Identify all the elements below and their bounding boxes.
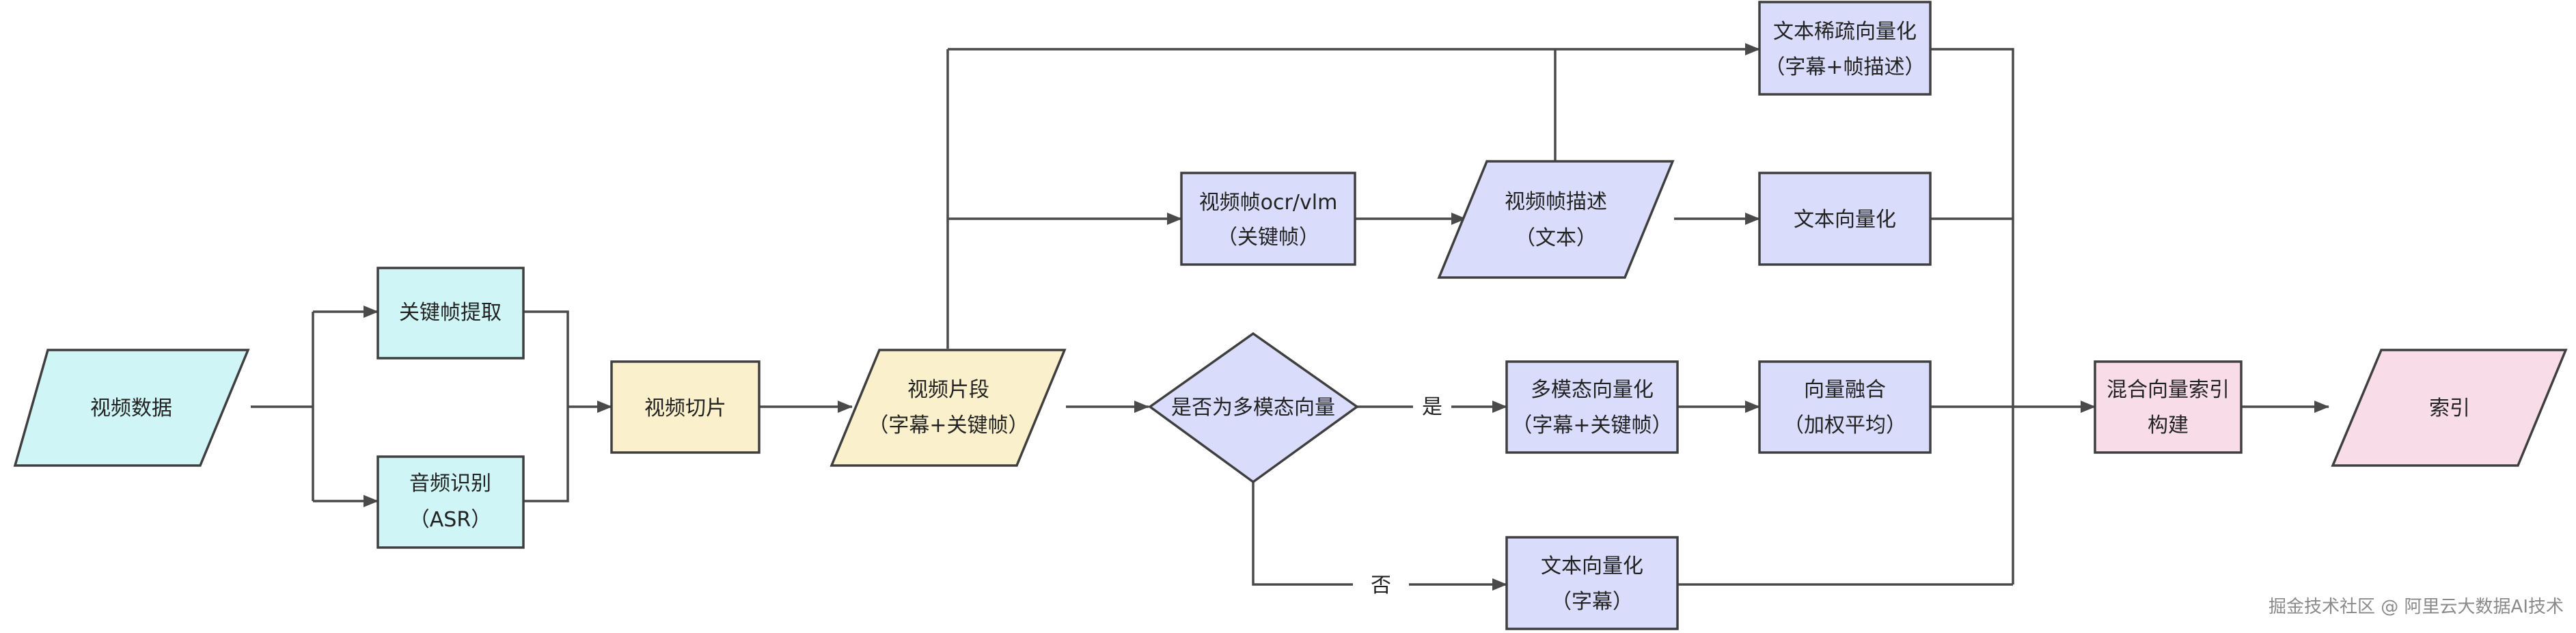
frame-desc-shape <box>1437 160 1675 279</box>
edge-label-yes: 是 <box>1422 395 1442 419</box>
vector-fusion-shape <box>1758 360 1932 454</box>
node-video-data: 视频数据 <box>13 349 250 467</box>
video-segment-label-1: 视频片段 <box>907 378 989 402</box>
node-hybrid-index: 混合向量索引 构建 <box>2094 360 2243 454</box>
text-vec-subtitle-shape <box>1505 536 1679 630</box>
keyframe-extract-label: 关键帧提取 <box>399 301 502 325</box>
node-vector-fusion: 向量融合 （加权平均） <box>1758 360 1932 454</box>
video-slice-shape <box>610 360 761 454</box>
node-audio-asr: 音频识别 （ASR） <box>376 455 525 549</box>
video-data-label: 视频数据 <box>90 396 172 420</box>
edge-decision-no-a <box>1252 482 1353 586</box>
video-slice-label: 视频切片 <box>644 396 726 420</box>
text-vec-shape <box>1758 172 1932 266</box>
edge-sparse-out <box>1930 48 2014 584</box>
edge-label-no: 否 <box>1371 574 1391 597</box>
audio-asr-shape <box>376 455 525 549</box>
frame-ocr-vlm-label-2: （关键帧） <box>1217 226 1319 250</box>
hybrid-index-shape <box>2094 360 2243 454</box>
edges <box>251 43 2329 591</box>
vector-fusion-label-2: （加权平均） <box>1783 414 1906 437</box>
frame-ocr-vlm-shape <box>1180 172 1356 266</box>
hybrid-index-label-1: 混合向量索引 <box>2107 378 2230 402</box>
is-multimodal-label: 是否为多模态向量 <box>1171 396 1335 420</box>
multimodal-vec-label-2: （字幕+关键帧） <box>1511 414 1672 437</box>
text-vec-subtitle-label-2: （字幕） <box>1551 590 1633 614</box>
audio-asr-label-1: 音频识别 <box>409 472 491 496</box>
text-sparse-vec-label-1: 文本稀疏向量化 <box>1773 20 1917 44</box>
index-label: 索引 <box>2429 396 2470 420</box>
node-video-segment: 视频片段 （字幕+关键帧） <box>830 349 1067 467</box>
node-frame-ocr-vlm: 视频帧ocr/vlm （关键帧） <box>1180 172 1356 266</box>
frame-desc-label-2: （文本） <box>1515 226 1597 250</box>
multimodal-vec-shape <box>1505 360 1679 454</box>
vector-fusion-label-1: 向量融合 <box>1804 378 1886 402</box>
node-index: 索引 <box>2331 349 2568 467</box>
video-segment-shape <box>830 349 1067 467</box>
node-multimodal-vec: 多模态向量化 （字幕+关键帧） <box>1505 360 1679 454</box>
watermark: 掘金技术社区 @ 阿里云大数据AI技术 <box>2269 597 2564 617</box>
node-text-vec: 文本向量化 <box>1758 172 1932 266</box>
node-text-vec-subtitle: 文本向量化 （字幕） <box>1505 536 1679 630</box>
text-sparse-vec-label-2: （字幕+帧描述） <box>1764 55 1925 79</box>
text-sparse-vec-shape <box>1758 1 1932 96</box>
audio-asr-label-2: （ASR） <box>409 508 491 532</box>
keyframe-extract-shape <box>376 267 525 360</box>
video-data-shape <box>13 349 250 467</box>
video-segment-label-2: （字幕+关键帧） <box>868 414 1028 437</box>
node-frame-desc: 视频帧描述 （文本） <box>1437 160 1675 279</box>
frame-desc-label-1: 视频帧描述 <box>1505 190 1607 214</box>
node-is-multimodal: 是否为多模态向量 <box>1148 332 1360 484</box>
text-vec-label: 文本向量化 <box>1794 208 1896 232</box>
node-keyframe-extract: 关键帧提取 <box>376 267 525 360</box>
text-vec-subtitle-label-1: 文本向量化 <box>1541 554 1643 578</box>
node-video-slice: 视频切片 <box>610 360 761 454</box>
edge-keyframe-out <box>523 310 569 502</box>
index-shape <box>2331 349 2568 467</box>
hybrid-index-label-2: 构建 <box>2148 414 2189 437</box>
node-text-sparse-vec: 文本稀疏向量化 （字幕+帧描述） <box>1758 1 1932 96</box>
frame-ocr-vlm-label-1: 视频帧ocr/vlm <box>1199 191 1338 215</box>
multimodal-vec-label-1: 多模态向量化 <box>1531 378 1654 402</box>
is-multimodal-shape <box>1148 332 1360 484</box>
